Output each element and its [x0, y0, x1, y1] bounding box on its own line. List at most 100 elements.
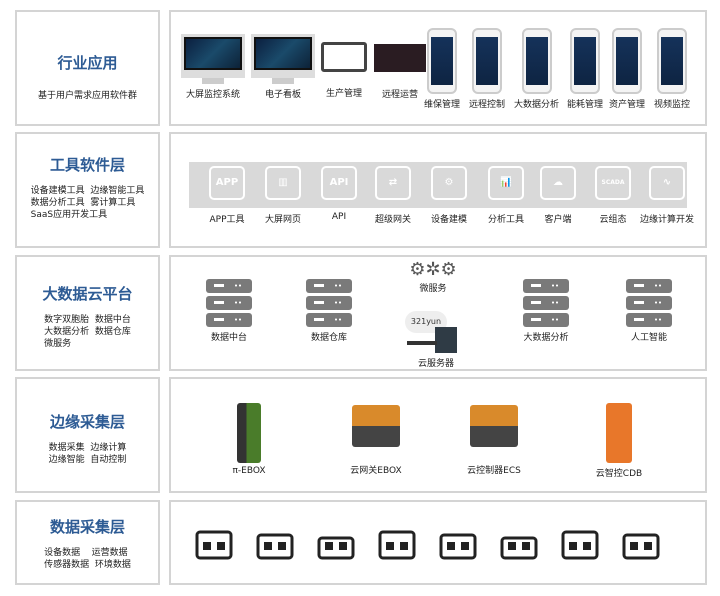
server-label: 人工智能: [630, 333, 667, 343]
app-label: 视频监控: [654, 100, 691, 110]
app-item: 维保管理: [424, 28, 460, 110]
phone-icon: [427, 28, 457, 94]
app-label: 电子看板: [264, 90, 301, 100]
monitor-icon: [181, 34, 245, 78]
layer-label-tools: 工具软件层 设备建模工具 边缘智能工具 数据分析工具 雾计算工具 SaaS应用开…: [15, 132, 160, 248]
tablet-icon: [321, 42, 367, 72]
layer-label-bigdata: 大数据云平台 数字双胞胎 数据中台 大数据分析 数据仓库 微服务: [15, 255, 160, 371]
phone-icon: [612, 28, 642, 94]
edge-device: 云控制器ECS: [459, 405, 529, 476]
data-collection-panel: [169, 500, 707, 585]
app-item: 资产管理: [609, 28, 645, 110]
phone-icon: [521, 28, 552, 94]
server-item: 大数据分析: [516, 279, 576, 343]
server-label: 大数据分析: [523, 333, 569, 343]
tool-item: ⇄ 超级网关: [365, 166, 421, 225]
gateway-ebox-icon: [352, 405, 400, 447]
tool-icon: 📊: [488, 166, 524, 200]
server-icon: [306, 279, 352, 327]
tool-label: 设备建模: [430, 215, 467, 225]
tool-item: ▥大屏网页: [255, 166, 311, 225]
layer-label-data: 数据采集层 设备数据 运营数据 传感器数据 环境数据: [15, 500, 160, 585]
server-label: 数据仓库: [310, 333, 347, 343]
pi-ebox-icon: [237, 403, 261, 463]
monitor-icon: [251, 34, 315, 78]
layer-desc: 设备数据 运营数据 传感器数据 环境数据: [44, 548, 131, 570]
tool-item: ⚙ 设备建模: [421, 166, 477, 225]
layer-desc: 基于用户需求应用软件群: [37, 91, 137, 101]
app-label: 生产管理: [325, 89, 362, 99]
app-item: 远程运营: [374, 44, 426, 100]
elevator-icon: [376, 524, 418, 564]
microservice-item: ⚙✲⚙ 微服务: [409, 259, 457, 294]
platform-panel: 数据中台 数据仓库 大数据分析 人工智能 ⚙✲⚙ 微服务 321yun 云服务器: [169, 255, 707, 371]
server-item: 人工智能: [621, 279, 677, 343]
layer-label-edge: 边缘采集层 数据采集 边缘计算 边缘智能 自动控制: [15, 377, 160, 493]
dashboard-icon: [374, 44, 426, 72]
edge-panel: π-EBOX 云网关EBOX 云控制器ECS 云智控CDB: [169, 377, 707, 493]
app-item: 能耗管理: [567, 28, 603, 110]
edge-label: 云智控CDB: [595, 469, 643, 479]
edge-label: 云控制器ECS: [467, 466, 521, 476]
cloud-server-icon: 321yun: [401, 307, 471, 353]
tool-item: APP APP工具: [199, 166, 255, 225]
layer-desc: 设备建模工具 边缘智能工具 数据分析工具 雾计算工具 SaaS应用开发工具: [30, 186, 145, 220]
server-icon: [523, 279, 569, 327]
cnc-machine-icon: [254, 524, 296, 564]
app-label: 大屏监控系统: [185, 90, 240, 100]
server-icon: [206, 279, 252, 327]
tool-item: 📊 分析工具: [478, 166, 534, 225]
edge-device: 云网关EBOX: [346, 405, 406, 476]
worker-icon: [498, 524, 540, 564]
edge-device: π-EBOX: [226, 403, 272, 476]
tool-icon: ▥: [265, 166, 301, 200]
tool-label: 云组态: [599, 215, 627, 225]
microservice-label: 微服务: [419, 284, 447, 294]
app-label: 远程运营: [381, 90, 418, 100]
tool-item: ☁ 客户端: [530, 166, 586, 225]
tool-icon: ⚙: [431, 166, 467, 200]
tool-label: API: [331, 212, 347, 222]
app-label: 资产管理: [609, 100, 646, 110]
injection-machine-icon: [315, 524, 357, 564]
barcode-scanner-icon: [559, 524, 601, 564]
app-label: 能耗管理: [567, 100, 604, 110]
phone-icon: [570, 28, 600, 94]
layer-title: 工具软件层: [49, 156, 125, 174]
app-item: 电子看板: [251, 34, 315, 100]
tool-icon: ☁: [540, 166, 576, 200]
server-item: 数据仓库: [301, 279, 357, 343]
industry-app-panel: 大屏监控系统 电子看板 生产管理 远程运营 维保管理 远程控制 大数据分析 能耗…: [169, 10, 707, 126]
server-label: 数据中台: [210, 333, 247, 343]
app-label: 远程控制: [469, 100, 506, 110]
app-item: 远程控制: [469, 28, 505, 110]
building-chart-icon: [620, 524, 662, 564]
phone-icon: [472, 28, 502, 94]
tool-label: 客户端: [544, 215, 572, 225]
app-item: 大屏监控系统: [181, 34, 245, 100]
edge-label: 云网关EBOX: [350, 466, 402, 476]
app-label: 大数据分析: [514, 100, 560, 110]
cloud-server-label: 云服务器: [417, 359, 454, 369]
edge-device: 云智控CDB: [589, 403, 649, 479]
layer-title: 边缘采集层: [49, 413, 125, 431]
tool-label: APP工具: [209, 215, 245, 225]
app-item: 生产管理: [321, 42, 367, 99]
gears-icon: ⚙✲⚙: [409, 259, 457, 280]
server-icon: [626, 279, 672, 327]
tool-icon: ∿: [649, 166, 685, 200]
tool-label: 分析工具: [487, 215, 524, 225]
app-item: 视频监控: [654, 28, 690, 110]
edge-label: π-EBOX: [232, 466, 266, 476]
tool-icon: APP: [209, 166, 245, 200]
server-item: 数据中台: [201, 279, 257, 343]
tool-label: 超级网关: [374, 215, 411, 225]
tool-item: ∿ 边缘计算开发: [639, 166, 695, 225]
layer-title: 行业应用: [57, 54, 118, 72]
factory-line-icon: [193, 524, 235, 564]
tool-icon: ⇄: [375, 166, 411, 200]
phone-icon: [657, 28, 687, 94]
tool-label: 边缘计算开发: [639, 215, 694, 225]
